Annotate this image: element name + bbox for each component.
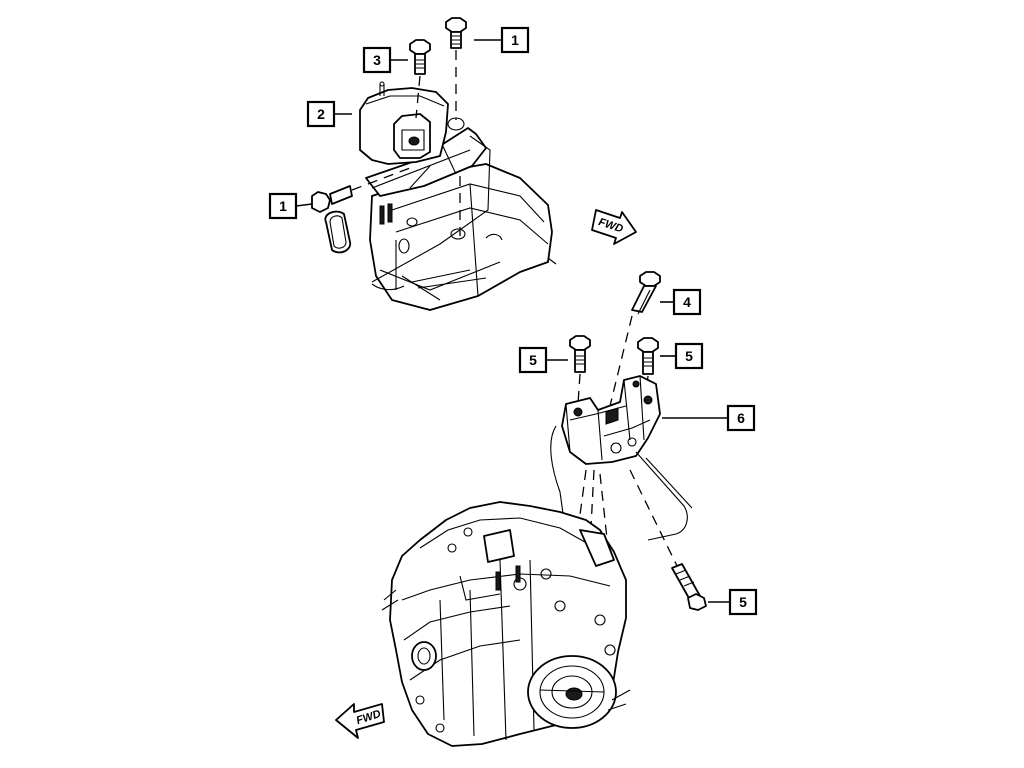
- callout-3: 3: [362, 46, 392, 74]
- callout-1-top-label: 1: [511, 32, 519, 48]
- callout-5-left: 5: [518, 346, 548, 374]
- strap-line: [371, 135, 491, 283]
- callout-5-lower: 5: [728, 588, 758, 616]
- alignment-line-left-bolt: [351, 167, 411, 191]
- bolt-5-lower: [671, 563, 707, 611]
- bolt-1-left: [311, 185, 353, 213]
- callout-1-left: 1: [268, 192, 298, 220]
- callout-2-label: 2: [317, 106, 325, 122]
- alignment-line-bolt-5-left: [577, 373, 581, 405]
- fwd-arrow-right: FWD: [591, 209, 637, 245]
- washer-ring: [324, 210, 352, 254]
- transmission-housing: [381, 501, 631, 747]
- callout-5-right-label: 5: [685, 348, 693, 364]
- callout-1-top: 1: [500, 26, 530, 54]
- callout-6: 6: [726, 404, 756, 432]
- callout-5-right: 5: [674, 342, 704, 370]
- bolt-1-top: [445, 17, 467, 49]
- transmission-mount-bracket: [561, 375, 661, 465]
- callout-2: 2: [306, 100, 336, 128]
- callout-6-label: 6: [737, 410, 745, 426]
- fwd-arrow-icon: [591, 209, 637, 245]
- callout-3-label: 3: [373, 52, 381, 68]
- callout-1-left-label: 1: [279, 198, 287, 214]
- bolt-5-left: [569, 335, 591, 373]
- alignment-line-bolt-3: [415, 75, 421, 119]
- callout-5-left-label: 5: [529, 352, 537, 368]
- alignment-line-lower-right: [629, 469, 681, 573]
- fwd-arrow-left: FWD: [335, 703, 385, 739]
- callout-5-lower-label: 5: [739, 594, 747, 610]
- strap-line-2: [371, 283, 405, 291]
- leader-1-left: [295, 203, 313, 207]
- fwd-arrow-icon: [335, 703, 385, 739]
- frame-rail: [369, 163, 557, 311]
- bolt-3: [409, 39, 431, 75]
- callout-4: 4: [672, 288, 702, 316]
- engine-mount-insulator: [359, 81, 449, 165]
- mount-strap-3: [645, 457, 693, 509]
- bolt-4: [631, 271, 661, 315]
- alignment-line-bolt-4: [609, 315, 633, 407]
- mount-strap-2: [635, 451, 688, 541]
- bolt-5-right: [637, 337, 659, 375]
- callout-4-label: 4: [683, 294, 691, 310]
